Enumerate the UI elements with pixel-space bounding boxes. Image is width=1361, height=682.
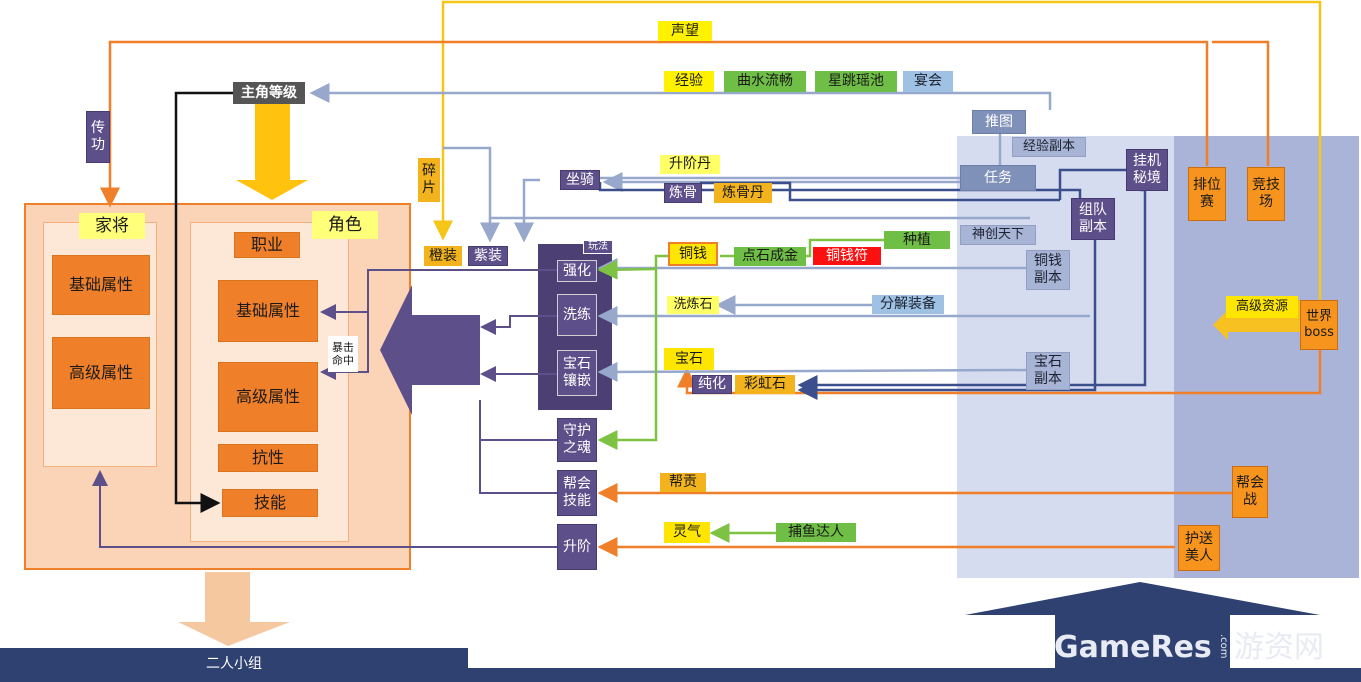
shards-flow-line: [433, 0, 1322, 300]
purple-gear-label: 紫装: [468, 246, 508, 266]
exp-label: 经验: [664, 71, 714, 92]
big-up-arrow: [965, 582, 1320, 682]
shenchuang-node[interactable]: 神创天下: [960, 225, 1036, 245]
gem-label: 宝石: [664, 348, 714, 370]
copper-dungeon-node[interactable]: 铜钱 副本: [1026, 250, 1070, 290]
duo-group-label: 二人小组: [206, 655, 262, 672]
watermark-com: .com: [1218, 633, 1229, 659]
shards-label: 碎 片: [418, 158, 440, 202]
guild-war-node[interactable]: 帮会 战: [1232, 466, 1268, 518]
plant-label: 种植: [884, 231, 950, 249]
decompose-label: 分解装备: [872, 295, 944, 314]
watermark-brand: GameRes: [1054, 630, 1212, 665]
qushui-label: 曲水流畅: [724, 71, 806, 92]
xingtiao-label: 星跳瑶池: [815, 71, 897, 92]
general-basic-attr[interactable]: 基础属性: [52, 255, 150, 315]
crit-hit-label: 暴击 命中: [328, 336, 358, 372]
guild-skill-node[interactable]: 帮会 技能: [557, 470, 597, 516]
watermark-cn: 游资网: [1234, 630, 1324, 665]
advance-pill-label: 升阶丹: [660, 155, 720, 174]
gameplay-tag: 玩法: [583, 240, 613, 254]
team-down-arrow: [178, 572, 290, 646]
hangup-node[interactable]: 挂机 秘境: [1126, 149, 1168, 191]
refine-bone-pill-label: 炼骨丹: [714, 183, 772, 203]
guardian-soul-node[interactable]: 守护 之魂: [557, 418, 597, 462]
refine-bone-label: 炼骨: [664, 183, 702, 203]
level-down-arrow: [236, 103, 308, 200]
task-node[interactable]: 任务: [960, 165, 1036, 191]
gameplay-to-character-arrow: [380, 285, 480, 415]
orange-gear-label: 橙装: [424, 246, 462, 266]
general-advanced-attr[interactable]: 高级属性: [52, 337, 150, 409]
prestige-flow-line: [100, 40, 1322, 557]
ascend-node[interactable]: 升阶: [557, 524, 597, 570]
gem-inlay-node[interactable]: 宝石 镶嵌: [557, 350, 597, 396]
guild-contrib-label: 帮贡: [660, 473, 706, 492]
aura-label: 灵气: [664, 522, 710, 543]
rainbow-stone-label: 彩虹石: [735, 375, 795, 394]
resistance-attr[interactable]: 抗性: [218, 444, 318, 472]
escort-node[interactable]: 护送 美人: [1178, 525, 1220, 571]
gem-dungeon-node[interactable]: 宝石 副本: [1026, 352, 1070, 390]
mount-node[interactable]: 坐骑: [560, 170, 600, 190]
team-dungeon-node[interactable]: 组队 副本: [1071, 198, 1115, 240]
arena-node[interactable]: 竞技 场: [1247, 167, 1285, 221]
push-map-node[interactable]: 推图: [972, 110, 1026, 134]
main-level-node[interactable]: 主角等级: [233, 82, 305, 104]
transfer-label: 传 功: [86, 111, 110, 163]
exp-dungeon-node[interactable]: 经验副本: [1012, 137, 1086, 157]
level-flow-line: [174, 91, 233, 513]
copper-label: 铜钱: [668, 242, 718, 266]
midas-label: 点石成金: [734, 247, 806, 266]
wash-stone-label: 洗炼石: [667, 296, 719, 314]
prestige-label: 声望: [658, 21, 712, 41]
strengthen-node[interactable]: 强化: [557, 260, 597, 282]
gameplay-flow-lines: [92, 269, 557, 548]
general-title: 家将: [79, 213, 145, 239]
character-title: 角色: [312, 211, 378, 239]
char-advanced-attr[interactable]: 高级属性: [218, 362, 318, 432]
duo-group-bar: [0, 648, 468, 682]
profession-attr[interactable]: 职业: [234, 232, 300, 258]
ranked-node[interactable]: 排位 赛: [1188, 167, 1226, 221]
fishing-label: 捕鱼达人: [776, 523, 856, 542]
purify-label: 纯化: [692, 375, 732, 394]
wash-node[interactable]: 洗练: [557, 294, 597, 336]
copper-charm-label: 铜钱符: [812, 246, 882, 266]
skill-attr[interactable]: 技能: [222, 489, 318, 517]
high-resources-label: 高级资源: [1226, 296, 1298, 318]
banquet-label: 宴会: [903, 71, 953, 92]
world-boss-node[interactable]: 世界 boss: [1300, 300, 1338, 350]
char-basic-attr[interactable]: 基础属性: [218, 280, 318, 342]
